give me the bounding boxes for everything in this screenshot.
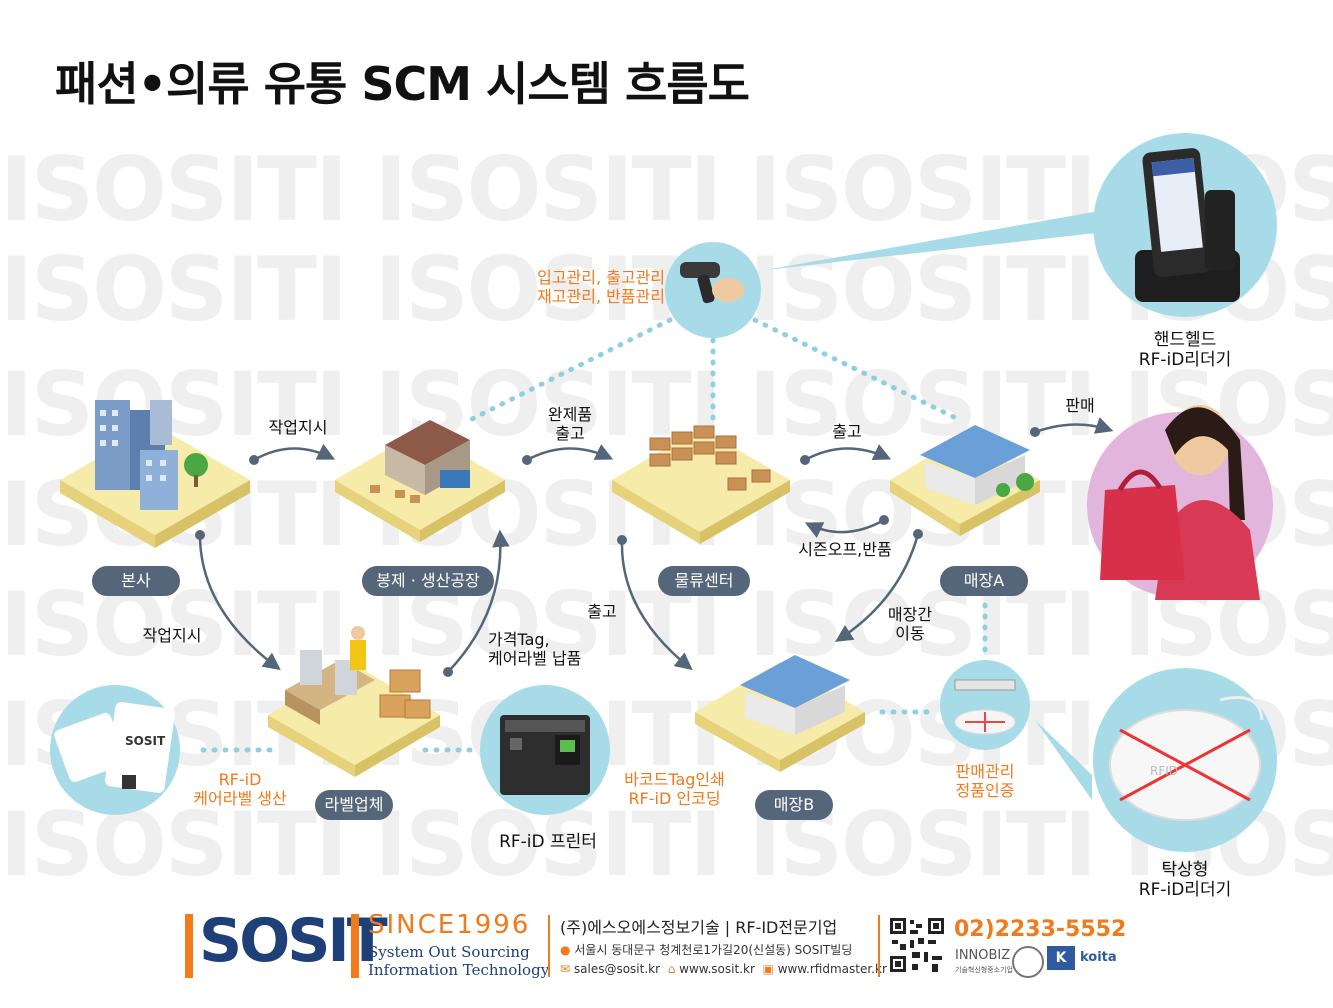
handheld-beam bbox=[765, 210, 1105, 270]
note-handheld-tasks: 입고관리, 출고관리 재고관리, 반품관리 bbox=[537, 268, 665, 306]
label-hq-to-factory: 작업지시 bbox=[268, 418, 328, 437]
footer-phone[interactable]: 02)2233-5552 bbox=[954, 917, 1127, 942]
footer-address-row: ● 서울시 동대문구 청계천로1가길20(신설동) SOSIT빌딩 bbox=[560, 941, 852, 958]
footer-tagline-1: System Out Sourcing bbox=[368, 943, 530, 961]
dotted-links bbox=[200, 317, 988, 753]
tile-hq bbox=[60, 400, 250, 548]
tile-store-b bbox=[695, 655, 865, 772]
home-icon: ⌂ bbox=[667, 962, 676, 976]
node-label-vendor: 라벨업체 bbox=[315, 790, 393, 820]
desktop-reader-image: RFID bbox=[1109, 696, 1264, 821]
label-hq-to-label-vendor: 작업지시 bbox=[142, 626, 202, 645]
page-title: 패션•의류 유통 SCM 시스템 흐름도 bbox=[55, 57, 750, 111]
logo-bar-right bbox=[351, 914, 359, 978]
handheld-reader-image bbox=[1135, 148, 1240, 302]
email-icon: ✉ bbox=[560, 962, 571, 976]
flow-arrows bbox=[198, 417, 1114, 673]
footer-logo: SOSIT bbox=[185, 906, 388, 980]
note-sales-mgmt: 판매관리 정품인증 bbox=[955, 762, 1015, 800]
footer-divider-2 bbox=[878, 915, 880, 977]
location-icon: ● bbox=[560, 943, 571, 957]
label-factory-to-dc: 완제품 출고 bbox=[547, 405, 593, 443]
note-barcode-encoding: 바코드Tag인쇄 RF-iD 인코딩 bbox=[624, 770, 725, 808]
cert-k-icon: K bbox=[1047, 946, 1075, 970]
care-label-image bbox=[54, 702, 175, 793]
label-label-to-factory: 가격Tag, 케어라벨 납품 bbox=[488, 630, 582, 668]
cert-koita: koita bbox=[1080, 950, 1117, 965]
label-handheld-reader: 핸드헬드 RF-iD리더기 bbox=[1138, 330, 1232, 370]
tile-dc bbox=[612, 425, 790, 544]
footer-company: (주)에스오에스정보기술 | RF-ID전문기업 bbox=[560, 918, 838, 937]
label-between-stores: 매장간 이동 bbox=[887, 605, 933, 643]
cart-icon: ▣ bbox=[762, 962, 774, 976]
cert-seal-icon bbox=[1012, 946, 1044, 978]
tile-factory bbox=[335, 420, 505, 542]
footer-web-1[interactable]: www.sosit.kr bbox=[679, 962, 755, 976]
arrow-dots bbox=[195, 427, 1040, 677]
note-rfid-care-label: RF-iD 케어라벨 생산 bbox=[193, 770, 287, 808]
desktop-small-circle bbox=[940, 660, 1030, 750]
footer-divider bbox=[548, 915, 550, 977]
desktop-beam bbox=[1035, 720, 1092, 800]
label-dc-to-store-a: 출고 bbox=[832, 422, 862, 441]
node-store-b: 매장B bbox=[755, 790, 833, 820]
label-desktop-reader: 탁상형 RF-iD리더기 bbox=[1138, 860, 1232, 900]
label-store-a-return: 시즌오프,반품 bbox=[798, 540, 892, 559]
footer-contact-row: ✉ sales@sosit.kr ⌂ www.sosit.kr ▣ www.rf… bbox=[560, 962, 887, 976]
label-dc-to-store-b: 출고 bbox=[587, 602, 617, 621]
footer-since: SINCE1996 bbox=[368, 910, 531, 940]
node-hq: 본사 bbox=[92, 566, 180, 596]
printer-image bbox=[500, 715, 590, 795]
tile-label-vendor bbox=[268, 626, 440, 777]
logo-bar-left bbox=[185, 914, 193, 978]
node-store-a: 매장A bbox=[940, 566, 1028, 596]
tile-store-a bbox=[890, 425, 1040, 536]
label-sale: 판매 bbox=[1065, 396, 1095, 415]
watermark-row: ISOSITI ISOSITI ISOSITI ISOSITI ISOSITI bbox=[0, 585, 1333, 665]
desktop-small-image bbox=[954, 679, 1016, 735]
label-rfid-printer: RF-iD 프린터 bbox=[499, 832, 597, 852]
footer-tagline-2: Information Technology bbox=[368, 961, 550, 979]
footer-web-2[interactable]: www.rfidmaster.kr bbox=[777, 962, 887, 976]
footer-address: 서울시 동대문구 청계천로1가길20(신설동) SOSIT빌딩 bbox=[574, 943, 853, 957]
cert-innobiz-sub: 기술혁신형중소기업 bbox=[955, 966, 1013, 974]
shopping-woman-image bbox=[1100, 405, 1260, 600]
watermark-row: ISOSITI ISOSITI ISOSITI ISOSITI ISOSITI bbox=[0, 805, 1333, 885]
footer-email[interactable]: sales@sosit.kr bbox=[573, 962, 661, 976]
cert-innobiz: INNOBIZ bbox=[955, 948, 1011, 963]
qr-code-icon[interactable] bbox=[888, 916, 946, 974]
node-dc: 물류센터 bbox=[658, 566, 750, 596]
svg-text:RFID: RFID bbox=[1150, 764, 1178, 778]
tag-sosit-text: SOSIT bbox=[125, 734, 166, 748]
node-factory: 봉제 · 생산공장 bbox=[362, 566, 494, 596]
handheld-scanner-icon bbox=[680, 262, 744, 304]
